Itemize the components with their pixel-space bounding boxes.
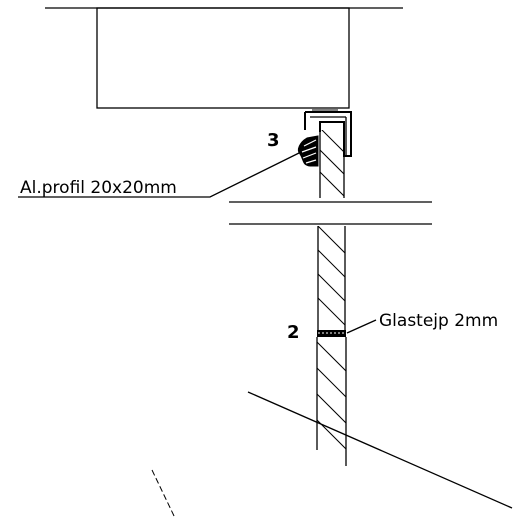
number-3-label: 3 — [267, 130, 280, 151]
tape-label: Glastejp 2mm — [379, 311, 498, 331]
profile-label: Al.profil 20x20mm — [20, 178, 177, 198]
floor-slope-line — [247, 391, 513, 509]
profile-leader-line — [18, 152, 300, 198]
glass-tape-joint — [317, 330, 346, 337]
reference-dash-line — [151, 469, 176, 518]
sealant-bead — [297, 135, 319, 167]
number-2-label: 2 — [287, 322, 300, 343]
ceiling-block — [96, 7, 350, 109]
glass-pane-lower — [316, 226, 347, 466]
glass-pane-upper — [319, 130, 345, 198]
tape-leader-line — [346, 319, 377, 334]
